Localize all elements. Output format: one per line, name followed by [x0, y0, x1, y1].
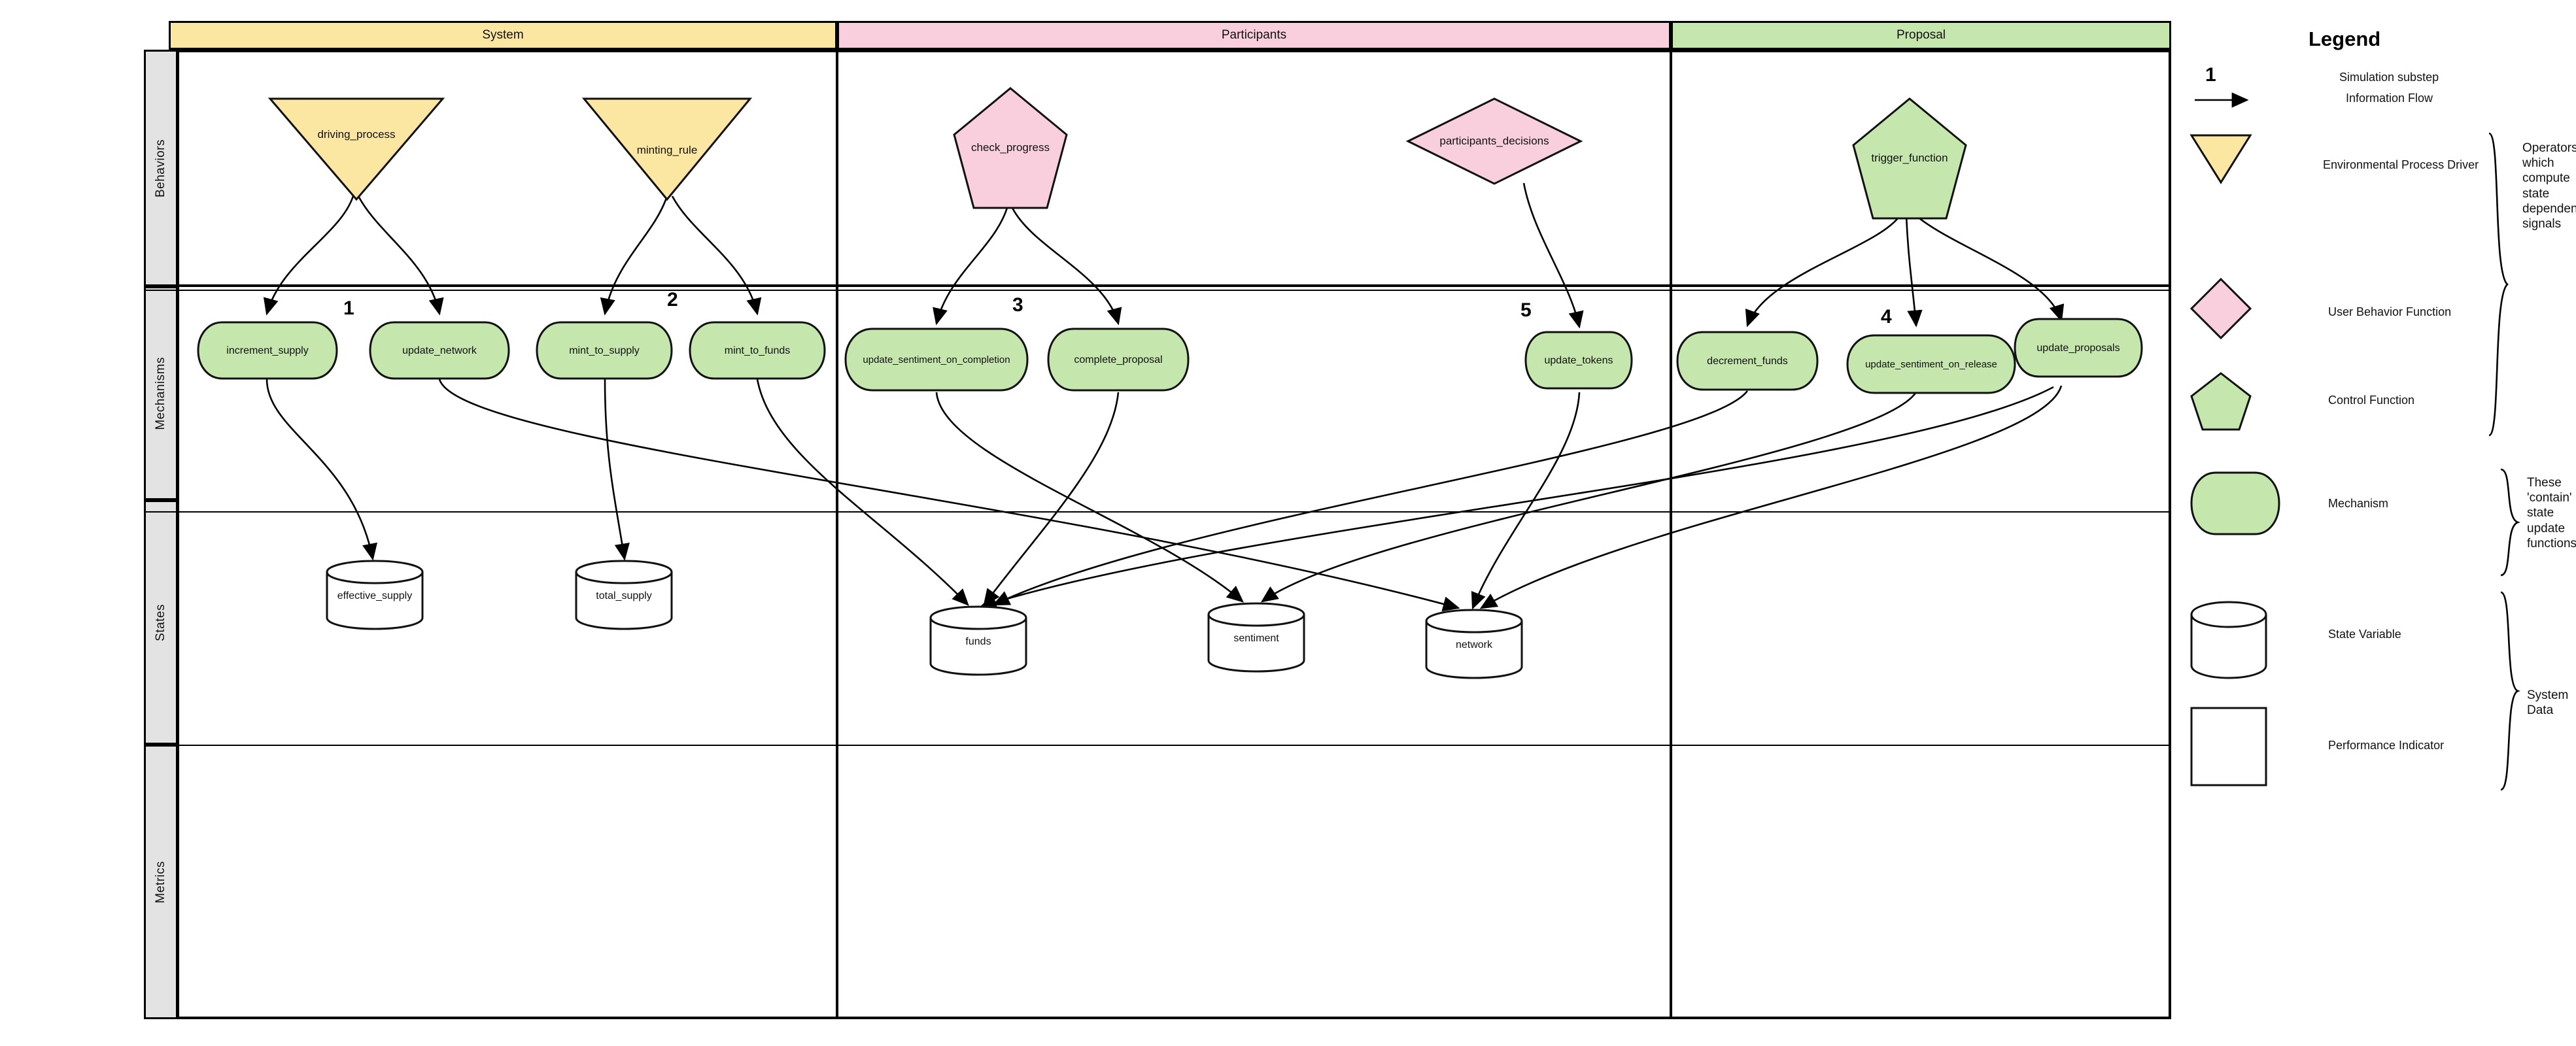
behavior-node-check-progress[interactable]: check_progress: [952, 86, 1069, 211]
column-header-proposal: Proposal: [1671, 21, 2171, 50]
legend-icon-rounded-rect-icon: [2190, 471, 2281, 536]
substep-number-1: 1: [343, 297, 354, 319]
column-header-proposal-label: Proposal: [1897, 28, 1946, 42]
column-header-system: System: [169, 21, 837, 50]
legend-brace-functions-text: Operators which compute state dependent …: [2522, 141, 2576, 231]
legend-label-state-variable: State Variable: [2328, 628, 2401, 641]
behavior-node-minting-rule[interactable]: minting_rule: [581, 97, 753, 201]
legend-label-performance-indicator: Performance Indicator: [2328, 739, 2445, 752]
row-divider-behaviors-mechanisms-inner: [144, 290, 2171, 291]
legend-label-environmental-process-driver: Environmental Process Driver: [2323, 158, 2479, 171]
behavior-node-trigger-function[interactable]: trigger_function: [1851, 97, 1968, 221]
legend-icon-triangle-icon: [2190, 133, 2252, 184]
mechanism-node-mint-to-funds[interactable]: mint_to_funds: [688, 320, 827, 380]
mechanism-node-update-sentiment-on-release[interactable]: update_sentiment_on_release: [1846, 333, 2017, 395]
mechanism-node-mint-to-supply[interactable]: mint_to_supply: [535, 320, 674, 380]
legend-icon-diamond-icon: [2190, 277, 2252, 340]
legend-label-control-function: Control Function: [2328, 394, 2415, 407]
legend-icon-number-one: 1: [2205, 64, 2216, 86]
column-header-participants: Participants: [837, 21, 1671, 50]
state-node-sentiment[interactable]: sentiment: [1207, 601, 1306, 673]
column-header-system-label: System: [482, 28, 524, 42]
legend-brace-system-data: [2498, 590, 2522, 792]
row-divider-mechanisms-states: [144, 511, 2171, 513]
legend-label-mechanism: Mechanism: [2328, 497, 2389, 510]
legend-label-information-flow: Information Flow: [2346, 92, 2433, 105]
substep-number-2: 2: [667, 289, 678, 311]
state-node-network[interactable]: network: [1424, 608, 1524, 680]
state-node-total-supply[interactable]: total_supply: [574, 559, 674, 631]
row-label-column-divider: [177, 50, 179, 1019]
substep-number-3: 3: [1012, 294, 1023, 316]
row-divider-states-metrics: [144, 745, 2171, 746]
row-label-states: States: [144, 500, 178, 745]
mechanism-node-update-proposals[interactable]: update_proposals: [2013, 317, 2144, 379]
legend-brace-mechanism-text: These 'contain' state update functions: [2527, 476, 2576, 550]
legend-icon-pentagon-icon: [2190, 371, 2252, 431]
state-node-effective-supply[interactable]: effective_supply: [325, 559, 424, 631]
mechanism-node-complete-proposal[interactable]: complete_proposal: [1046, 327, 1190, 392]
legend-title: Legend: [2309, 27, 2381, 50]
row-divider-behaviors-mechanisms: [144, 284, 2171, 287]
legend-brace-functions: [2486, 131, 2513, 438]
legend-brace-mechanism: [2498, 467, 2522, 578]
mechanism-node-decrement-funds[interactable]: decrement_funds: [1675, 330, 1819, 392]
state-node-funds[interactable]: funds: [929, 605, 1028, 677]
mechanism-node-increment-supply[interactable]: increment_supply: [196, 320, 339, 380]
mechanism-node-update-tokens[interactable]: update_tokens: [1524, 330, 1634, 390]
mechanism-node-update-network[interactable]: update_network: [368, 320, 511, 380]
legend-label-user-behavior-function: User Behavior Function: [2328, 305, 2452, 318]
column-divider-system-participants: [836, 50, 838, 1019]
legend-icon-cylinder-icon: [2190, 600, 2268, 680]
legend-panel: Legend 1 Simulation substep Information …: [2178, 20, 2576, 791]
behavior-node-driving-process[interactable]: driving_process: [267, 97, 445, 201]
legend-icon-rectangle-icon: [2190, 706, 2268, 787]
column-divider-participants-proposal: [1670, 50, 1672, 1019]
legend-icon-arrow-right-icon: [2193, 90, 2259, 110]
legend-label-simulation-substep: Simulation substep: [2339, 71, 2439, 84]
row-label-metrics: Metrics: [144, 745, 178, 1019]
column-header-participants-label: Participants: [1221, 28, 1287, 42]
mechanism-node-update-sentiment-on-completion[interactable]: update_sentiment_on_completion: [844, 327, 1029, 392]
substep-number-5: 5: [1520, 299, 1532, 321]
behavior-node-participants-decisions[interactable]: participants_decisions: [1405, 97, 1583, 186]
substep-number-4: 4: [1881, 306, 1892, 328]
legend-brace-system-data-text: System Data: [2527, 688, 2569, 718]
